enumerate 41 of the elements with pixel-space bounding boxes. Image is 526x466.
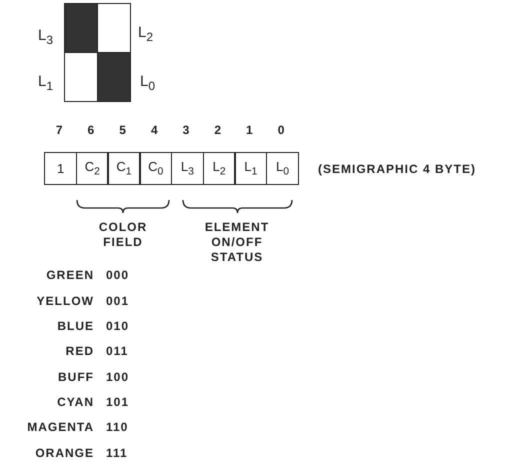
bit-cell: 1 xyxy=(44,152,78,185)
color-code: 111 xyxy=(106,447,128,459)
bit-cell: C$_{2}$ xyxy=(76,152,109,185)
bit-cell: L$_{3}$ xyxy=(170,152,204,185)
bit-number: 6 xyxy=(88,124,96,136)
bit-number: 1 xyxy=(246,124,254,136)
quadrant-label: L$_{3}$ xyxy=(38,28,54,46)
color-name: CYAN xyxy=(57,396,94,408)
bit-number: 3 xyxy=(182,124,190,136)
quadrant-label: L$_{0}$ xyxy=(140,74,156,92)
bit-number: 7 xyxy=(56,124,64,136)
quadrant-label: L$_{2}$ xyxy=(138,25,154,43)
byte-caption: (SEMIGRAPHIC 4 BYTE) xyxy=(318,163,476,175)
field-caption: ELEMENT ON/OFF STATUS xyxy=(204,220,270,265)
color-name: YELLOW xyxy=(36,295,94,307)
quadrant-label: L$_{1}$ xyxy=(38,74,54,92)
color-code: 001 xyxy=(106,295,130,307)
bit-cell: L$_{1}$ xyxy=(234,152,268,185)
color-code: 110 xyxy=(106,421,128,433)
bit-cell: C$_{0}$ xyxy=(139,152,172,185)
bit-number: 0 xyxy=(278,124,286,136)
bit-cell: L$_{0}$ xyxy=(266,152,300,185)
color-code: 100 xyxy=(106,371,130,383)
filled-quadrant xyxy=(64,3,98,53)
color-code: 000 xyxy=(106,269,130,281)
color-name: MAGENTA xyxy=(27,421,94,433)
bit-number: 5 xyxy=(119,124,127,136)
color-name: ORANGE xyxy=(35,447,94,459)
field-caption: COLOR FIELD xyxy=(98,220,148,250)
color-name: RED xyxy=(66,345,94,357)
bit-number: 4 xyxy=(150,124,159,136)
filled-quadrant xyxy=(97,52,131,102)
bit-cell: C$_{1}$ xyxy=(107,152,141,185)
bit-cell: L$_{2}$ xyxy=(202,152,236,185)
color-code: 011 xyxy=(106,345,128,357)
color-code: 010 xyxy=(106,320,130,332)
bit-number: 2 xyxy=(214,124,222,136)
color-name: BLUE xyxy=(57,320,94,332)
color-name: BUFF xyxy=(58,371,94,383)
color-name: GREEN xyxy=(46,269,94,281)
color-code: 101 xyxy=(106,396,130,408)
